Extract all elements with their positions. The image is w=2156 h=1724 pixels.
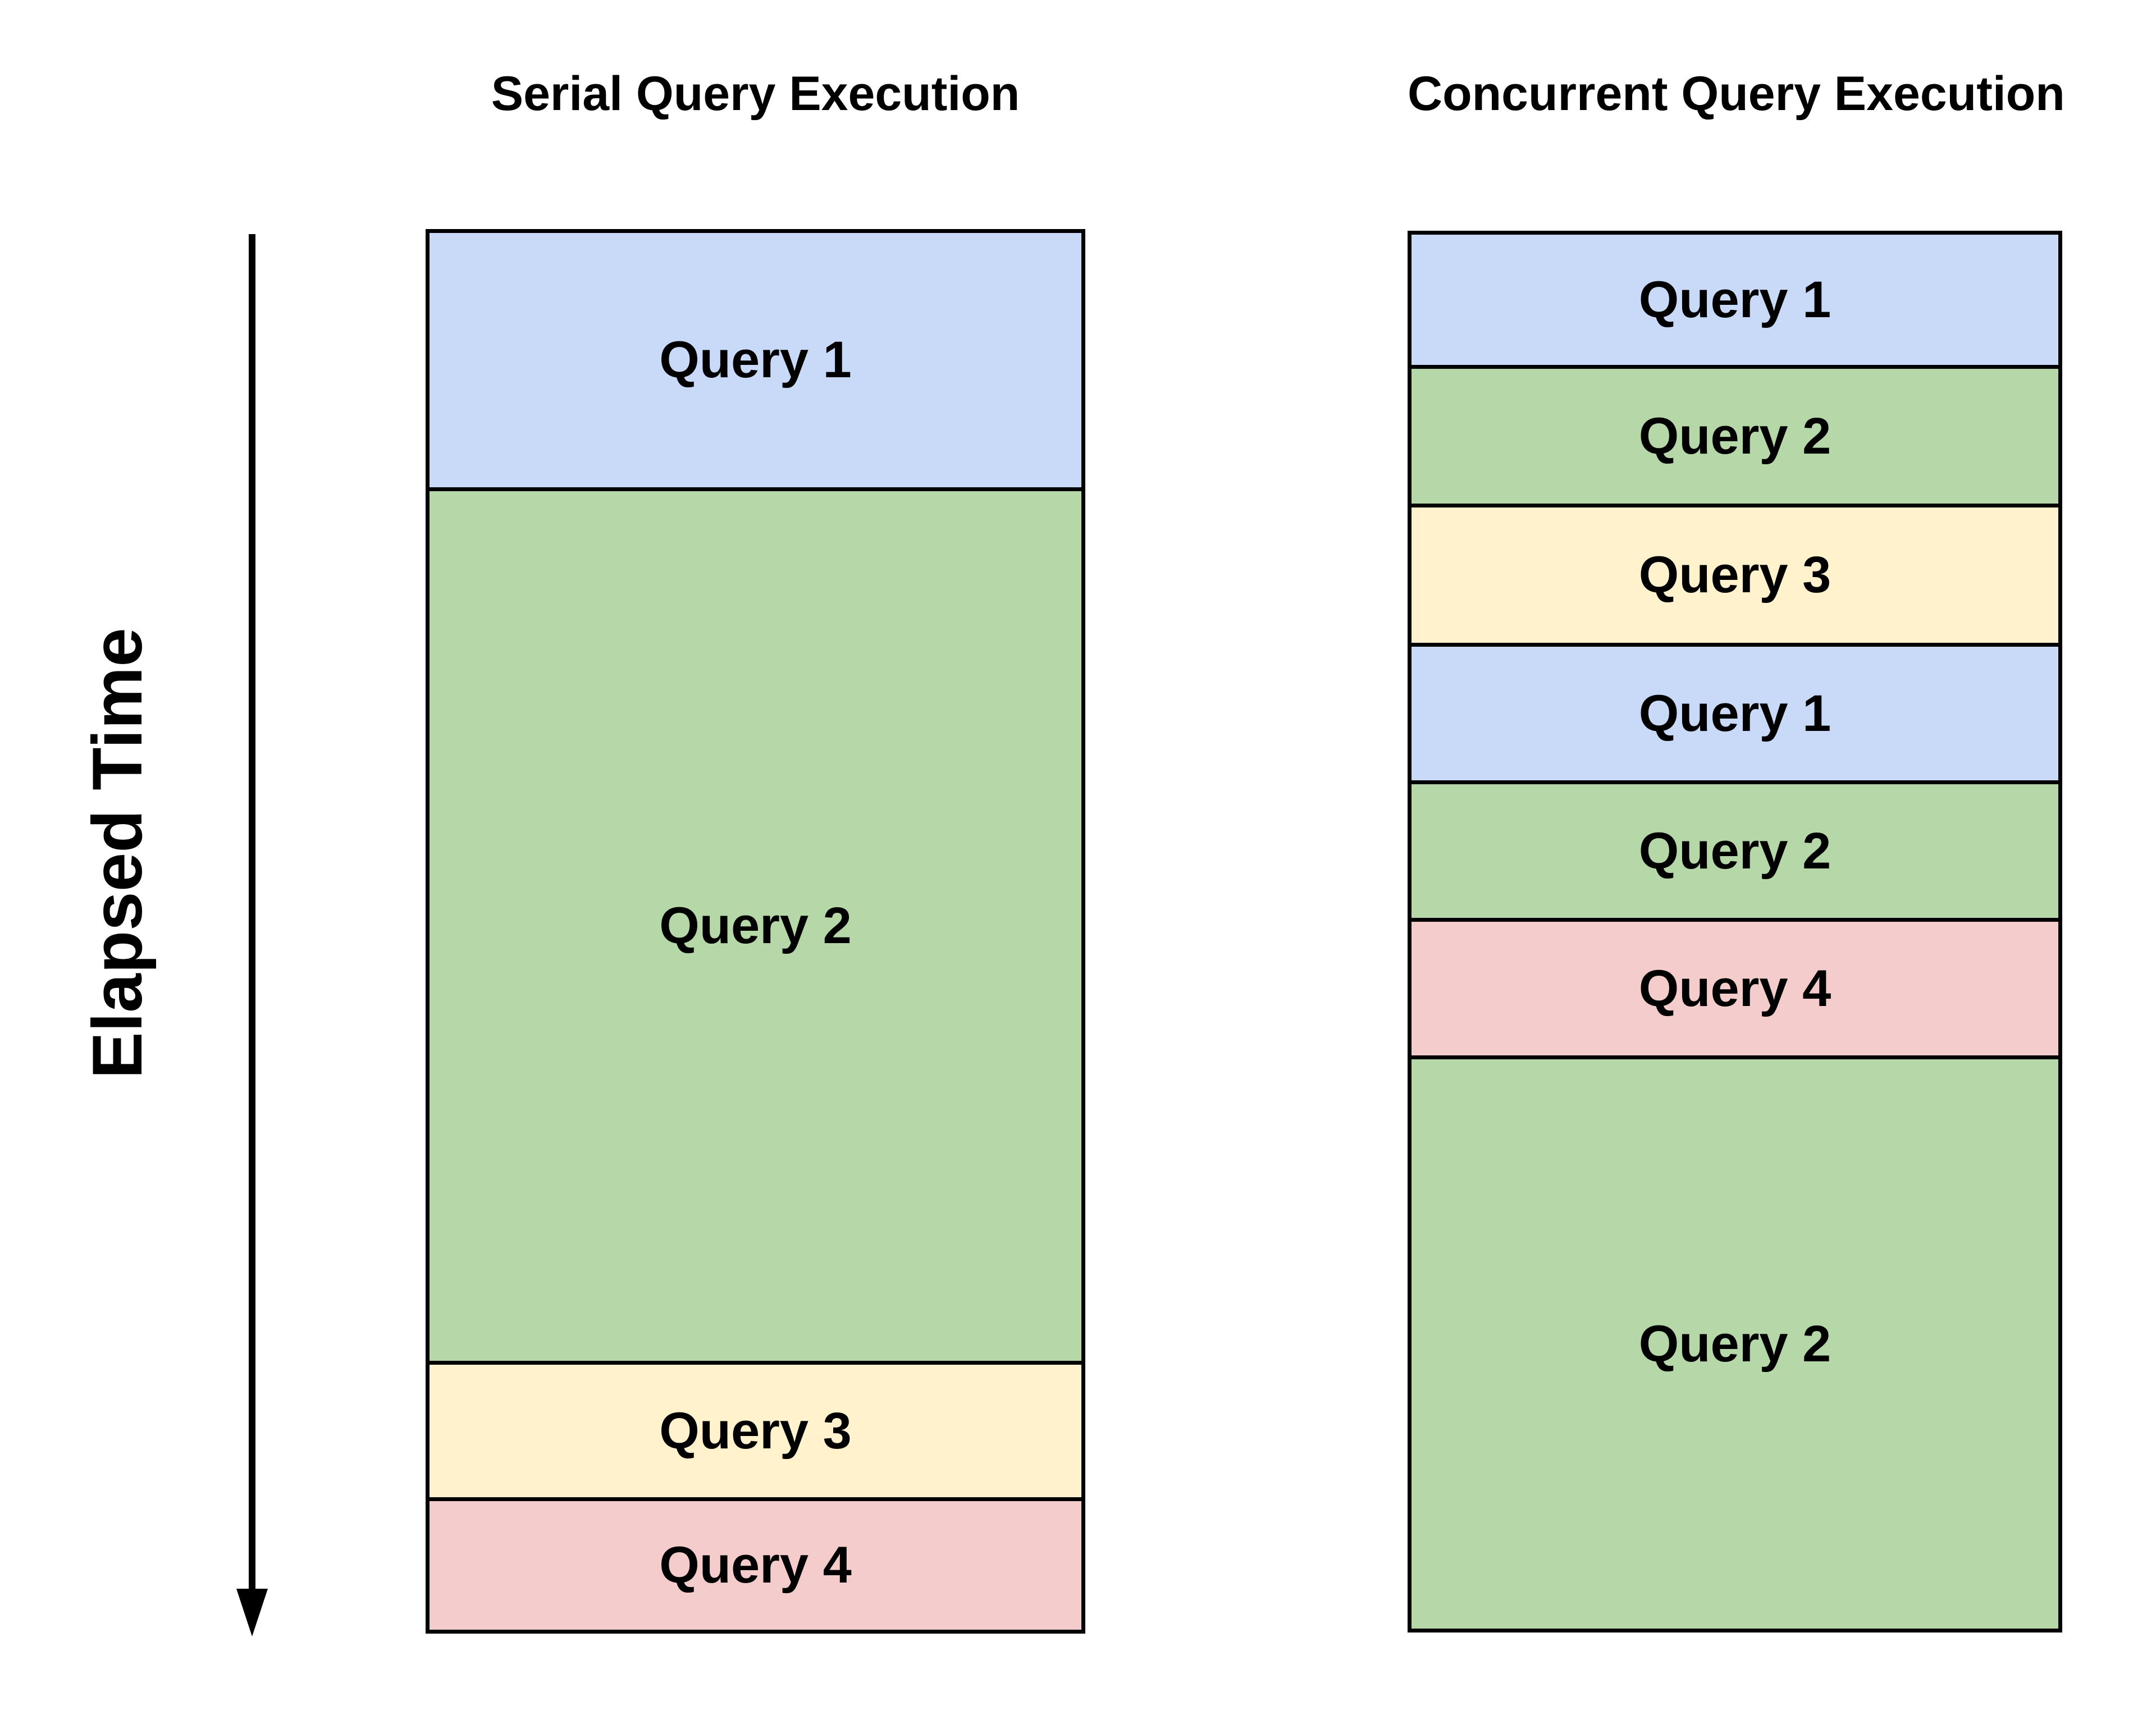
query-block-query-1: Query 1 [430, 233, 1081, 491]
query-block-query-4: Query 4 [1412, 922, 2058, 1059]
query-block-label: Query 4 [659, 1536, 852, 1594]
concurrent-column-title: Concurrent Query Execution [1408, 67, 2065, 121]
query-block-label: Query 2 [659, 897, 852, 954]
query-block-query-1: Query 1 [1412, 647, 2058, 784]
query-block-query-2: Query 2 [1412, 1059, 2058, 1629]
query-block-label: Query 2 [1638, 1315, 1831, 1373]
query-block-label: Query 1 [1638, 684, 1831, 742]
query-block-label: Query 3 [1638, 546, 1831, 603]
elapsed-time-label: Elapsed Time [79, 628, 157, 1079]
query-block-query-2: Query 2 [430, 491, 1081, 1365]
query-block-label: Query 2 [1638, 407, 1831, 465]
query-block-query-4: Query 4 [430, 1501, 1081, 1630]
serial-column-title: Serial Query Execution [491, 67, 1020, 121]
query-block-label: Query 2 [1638, 822, 1831, 880]
query-block-query-3: Query 3 [430, 1365, 1081, 1501]
time-arrow-head-icon [236, 1589, 268, 1636]
query-block-label: Query 1 [1638, 271, 1831, 328]
time-arrow-line [249, 234, 255, 1589]
query-block-label: Query 1 [659, 331, 852, 388]
query-block-label: Query 3 [659, 1402, 852, 1460]
query-block-query-3: Query 3 [1412, 507, 2058, 647]
query-block-label: Query 4 [1638, 959, 1831, 1017]
query-block-query-2: Query 2 [1412, 784, 2058, 922]
concurrent-execution-column: Query 1 Query 2 Query 3 Query 1 Query 2 Query… [1408, 231, 2062, 1632]
serial-execution-column: Query 1 Query 2 Query 3 Query 4 [426, 229, 1085, 1634]
query-block-query-1: Query 1 [1412, 235, 2058, 369]
query-block-query-2: Query 2 [1412, 369, 2058, 507]
